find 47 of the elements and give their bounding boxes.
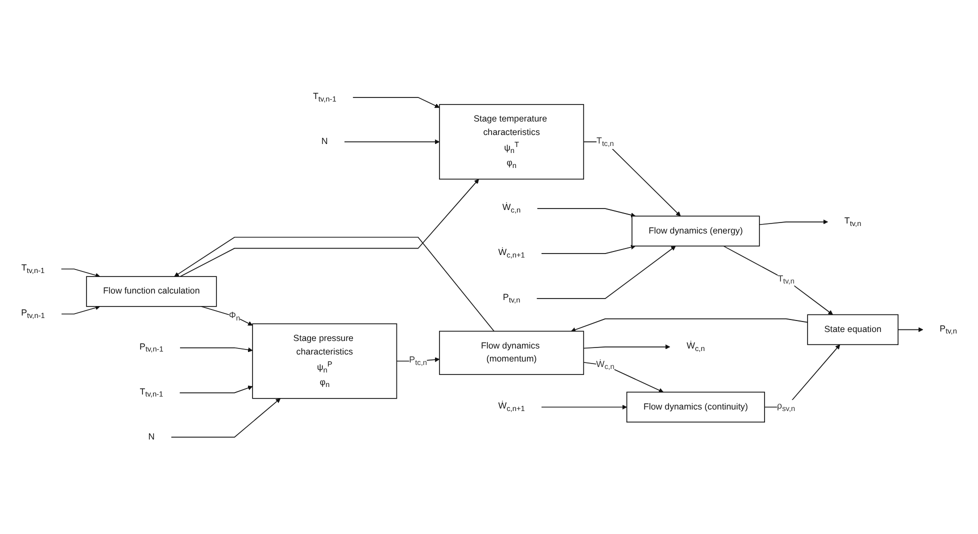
arrow [583, 141, 681, 216]
arrow [200, 306, 253, 326]
arrow [583, 344, 670, 350]
arrow [723, 246, 834, 315]
node-box: Flow dynamics (momentum) [439, 330, 584, 375]
edge-label: T$_{tc,n}$ [596, 136, 614, 148]
node-text: Ẇ$_{c,n}$ [686, 341, 705, 352]
arrow [174, 236, 494, 332]
node-text: Ẇ$_{c,n+1}$ [498, 248, 525, 260]
node-text: T$_{tv,n}$ [844, 216, 862, 228]
arrow [764, 344, 840, 408]
node-text: P$_{tv,n-1}$ [140, 342, 164, 354]
node-text: N [148, 432, 155, 442]
edge-label: P$_{tc,n}$ [409, 356, 427, 367]
arrow [541, 404, 628, 410]
node-text: N [321, 136, 328, 146]
arrow [352, 97, 440, 108]
node-text: T$_{tv,n-1}$ [21, 263, 45, 275]
edge-label: Ẇ$_{c,n}$ [596, 360, 614, 371]
edge-label: ρ$_{sv,n}$ [777, 402, 796, 413]
node-box: Flow dynamics (energy) [632, 216, 760, 246]
arrow [570, 318, 808, 332]
arrow [536, 208, 636, 218]
node-text: Ẇ$_{c,n}$ [502, 202, 521, 214]
edge-label: Φ$_{n}$ [228, 310, 240, 322]
node-text: T$_{tv,n-1}$ [312, 92, 336, 104]
arrow [898, 327, 924, 332]
edge-label: T$_{tv,n}$ [778, 274, 794, 286]
node-text: P$_{tv,n-1}$ [21, 308, 45, 320]
node-box: Flow dynamics (continuity) [626, 392, 765, 422]
node-box: Flow function calculation [86, 276, 217, 307]
node-text: Ẇ$_{c,n+1}$ [498, 402, 525, 413]
node-text: T$_{tv,n-1}$ [140, 387, 164, 398]
arrow [180, 347, 253, 352]
arrow [536, 246, 676, 300]
arrow [758, 219, 828, 226]
node-text: P$_{tv,n}$ [940, 324, 957, 336]
arrow [61, 305, 100, 314]
arrow [541, 244, 636, 254]
arrow [396, 357, 440, 362]
arrow [170, 398, 281, 438]
arrow [344, 139, 440, 144]
arrow [180, 178, 480, 277]
node-text: P$_{tv,n}$ [502, 293, 520, 304]
arrow [179, 386, 253, 394]
node-box: State equation [807, 314, 898, 346]
arrow [60, 268, 100, 278]
